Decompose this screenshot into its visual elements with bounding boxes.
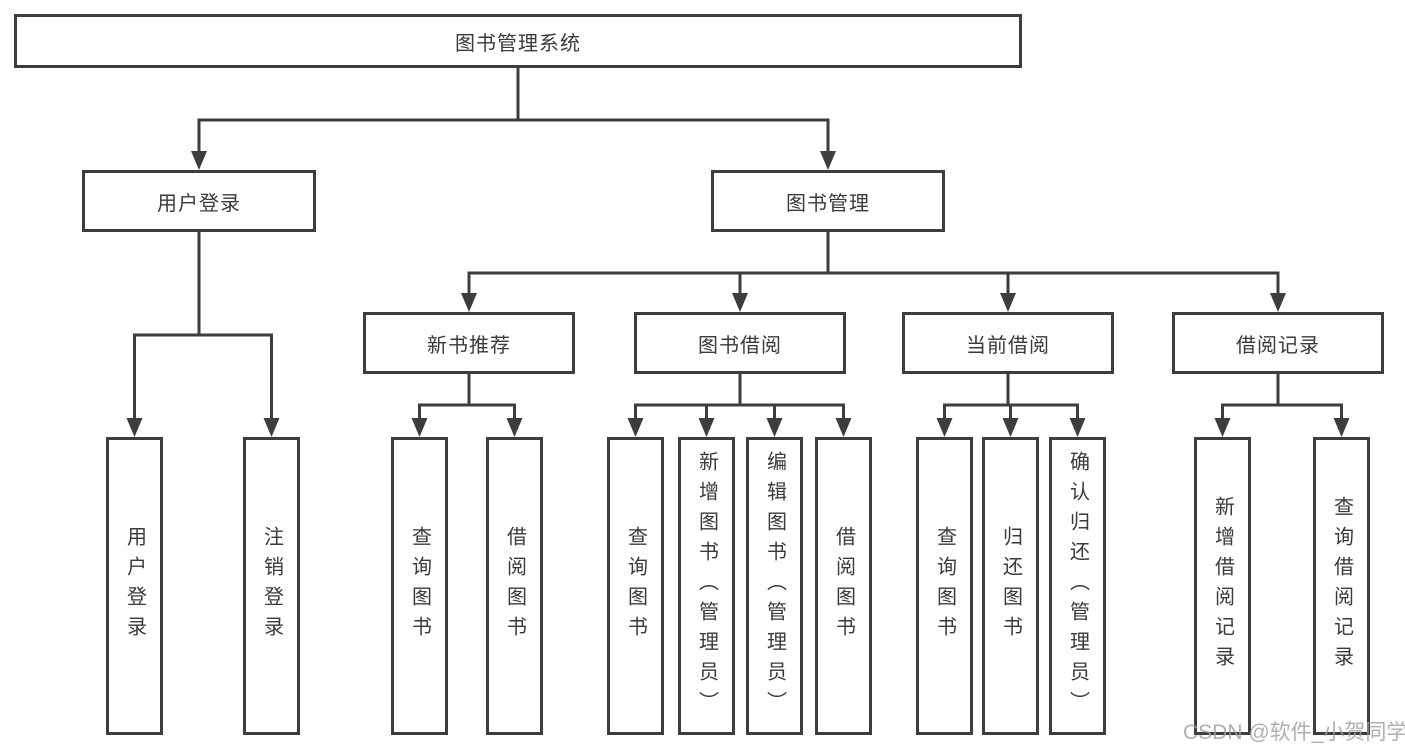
node-borrowing-records-label: 借阅记录 xyxy=(1236,334,1320,357)
node-leaf-logout-label: 注销登录 xyxy=(260,526,283,646)
node-leaf-bb-add-books-admin: 新增图书（管理员） xyxy=(678,437,735,735)
node-user-login-label: 用户登录 xyxy=(157,192,241,215)
node-current-borrowing-label: 当前借阅 xyxy=(966,334,1050,357)
node-book-borrowing: 图书借阅 xyxy=(634,312,846,374)
node-leaf-bb-edit-books-admin-label: 编辑图书（管理员） xyxy=(763,451,786,721)
node-leaf-bb-query-books: 查询图书 xyxy=(607,437,664,735)
node-leaf-bb-edit-books-admin: 编辑图书（管理员） xyxy=(746,437,803,735)
node-leaf-rec-query-books: 查询图书 xyxy=(391,437,448,735)
node-book-management: 图书管理 xyxy=(711,170,945,232)
node-new-book-recommend-label: 新书推荐 xyxy=(427,334,511,357)
node-leaf-cb-query-books: 查询图书 xyxy=(916,437,973,735)
node-leaf-rec-borrow-books-label: 借阅图书 xyxy=(503,526,526,646)
node-leaf-bb-query-books-label: 查询图书 xyxy=(624,526,647,646)
node-leaf-cb-confirm-return-admin: 确认归还（管理员） xyxy=(1049,437,1106,735)
node-leaf-cb-confirm-return-admin-label: 确认归还（管理员） xyxy=(1066,451,1089,721)
node-book-management-label: 图书管理 xyxy=(786,192,870,215)
node-leaf-rec-borrow-books: 借阅图书 xyxy=(486,437,543,735)
node-leaf-rec-query-books-label: 查询图书 xyxy=(408,526,431,646)
csdn-watermark: CSDN @软件_小贺同学 xyxy=(1183,721,1405,744)
node-leaf-bb-borrow-books: 借阅图书 xyxy=(815,437,872,735)
node-leaf-bb-add-books-admin-label: 新增图书（管理员） xyxy=(695,451,718,721)
node-leaf-cb-return-books: 归还图书 xyxy=(982,437,1039,735)
node-leaf-user-login-label: 用户登录 xyxy=(123,526,146,646)
node-leaf-user-login: 用户登录 xyxy=(106,437,163,735)
node-book-borrowing-label: 图书借阅 xyxy=(698,334,782,357)
node-leaf-br-add-record: 新增借阅记录 xyxy=(1194,437,1251,735)
node-root-library-management-system: 图书管理系统 xyxy=(14,14,1022,68)
node-borrowing-records: 借阅记录 xyxy=(1172,312,1384,374)
node-leaf-logout: 注销登录 xyxy=(243,437,300,735)
node-current-borrowing: 当前借阅 xyxy=(902,312,1114,374)
node-root-label: 图书管理系统 xyxy=(455,32,581,55)
node-leaf-cb-return-books-label: 归还图书 xyxy=(999,526,1022,646)
node-leaf-br-query-record: 查询借阅记录 xyxy=(1313,437,1370,735)
node-leaf-cb-query-books-label: 查询图书 xyxy=(933,526,956,646)
node-leaf-bb-borrow-books-label: 借阅图书 xyxy=(832,526,855,646)
node-leaf-br-add-record-label: 新增借阅记录 xyxy=(1211,496,1234,676)
node-user-login: 用户登录 xyxy=(82,170,316,232)
node-new-book-recommend: 新书推荐 xyxy=(363,312,575,374)
node-leaf-br-query-record-label: 查询借阅记录 xyxy=(1330,496,1353,676)
